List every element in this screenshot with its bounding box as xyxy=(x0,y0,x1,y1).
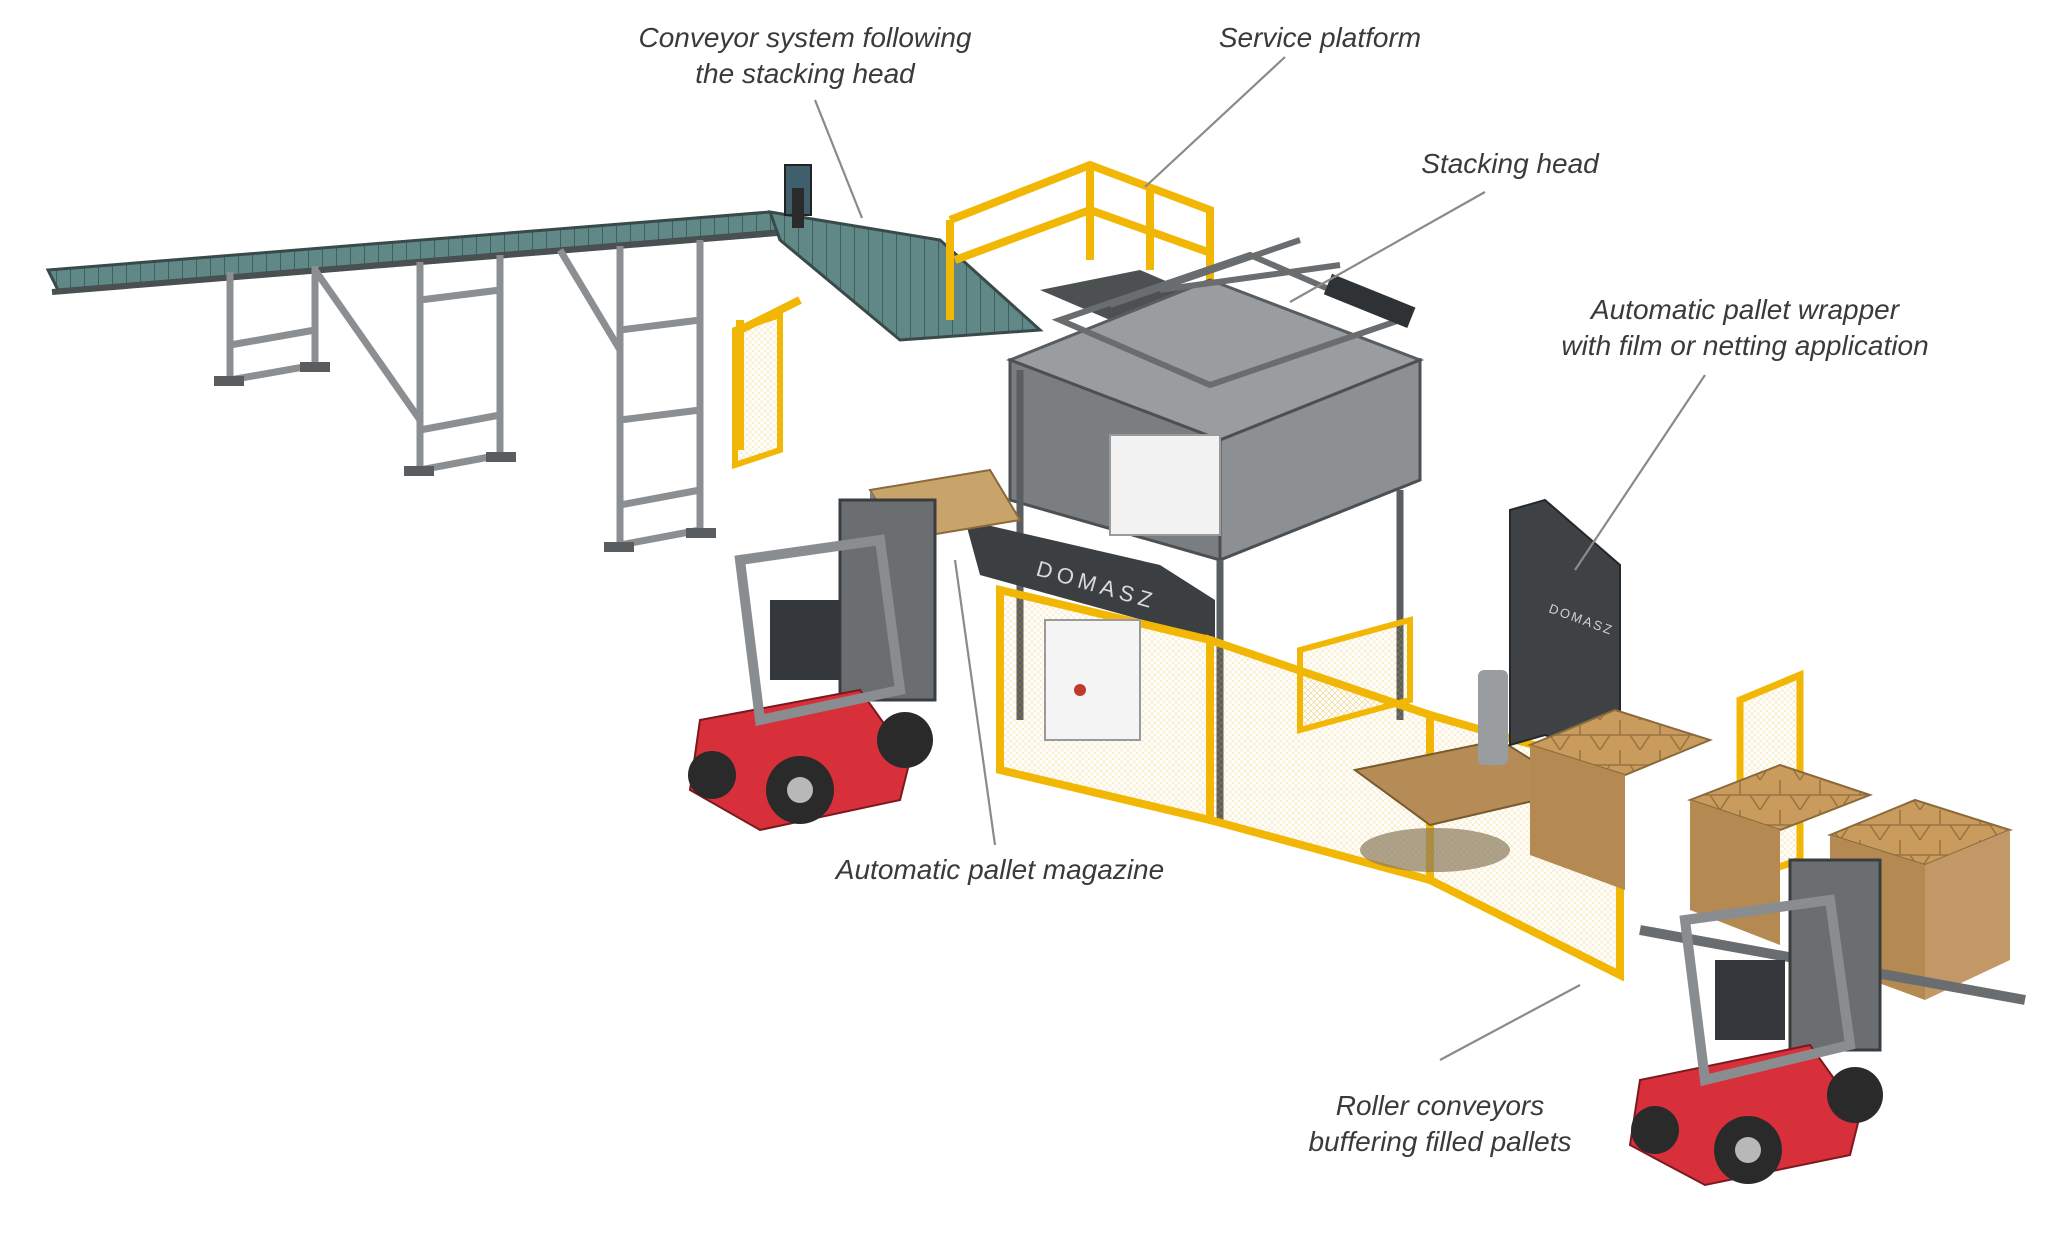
leader-service-platform xyxy=(1144,56,1286,188)
filled-pallets xyxy=(1527,708,2026,1005)
head-following-conveyor xyxy=(767,164,1044,342)
callout-pallet-magazine: Automatic pallet magazine xyxy=(820,852,1180,888)
forklift-left xyxy=(688,498,937,832)
control-cabinet-upper xyxy=(1109,434,1221,536)
callout-pallet-wrapper-line-1: Automatic pallet wrapper xyxy=(1590,294,1900,325)
pallet-wrapper: DOMASZ xyxy=(1478,498,1621,765)
callout-service-platform: Service platform xyxy=(1180,20,1460,56)
forklift-right xyxy=(1628,858,1883,1187)
callout-conveyor-system-line-2: the stacking head xyxy=(695,58,915,89)
leader-pallet-wrapper xyxy=(1574,374,1706,571)
callout-pallet-magazine-line-1: Automatic pallet magazine xyxy=(835,854,1165,885)
turntable-roller-conveyor xyxy=(1352,738,1583,872)
callout-pallet-wrapper: Automatic pallet wrapper with film or ne… xyxy=(1530,292,1960,364)
brand-band xyxy=(965,520,1215,640)
emergency-stop xyxy=(1074,684,1086,696)
leader-lines xyxy=(813,56,1706,1061)
callout-roller-conveyors-line-1: Roller conveyors xyxy=(1335,1090,1545,1121)
callout-service-platform-line-1: Service platform xyxy=(1218,22,1422,53)
leader-stacking-head xyxy=(1289,191,1486,303)
callout-pallet-wrapper-line-2: with film or netting application xyxy=(1561,330,1929,361)
inclined-belt-conveyor xyxy=(45,210,794,552)
stacking-tower xyxy=(965,237,1425,820)
callout-conveyor-system-line-1: Conveyor system following xyxy=(638,22,972,53)
leader-conveyor-system xyxy=(813,99,864,219)
leader-pallet-magazine xyxy=(953,559,997,846)
callout-stacking-head: Stacking head xyxy=(1390,146,1630,182)
callout-roller-conveyors-line-2: buffering filled pallets xyxy=(1308,1126,1572,1157)
leader-roller-conveyors xyxy=(1439,984,1581,1061)
callout-conveyor-system: Conveyor system following the stacking h… xyxy=(615,20,995,92)
callout-roller-conveyors: Roller conveyors buffering filled pallet… xyxy=(1290,1088,1590,1160)
callout-stacking-head-line-1: Stacking head xyxy=(1421,148,1599,179)
control-cabinet-front xyxy=(1044,619,1141,741)
